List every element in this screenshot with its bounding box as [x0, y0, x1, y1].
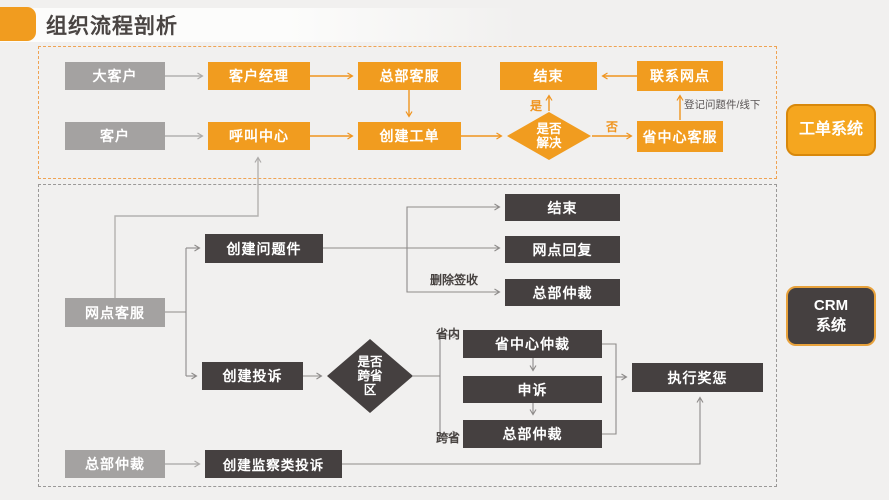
- node-major-customer: 大客户: [65, 62, 165, 90]
- node-branch-reply: 网点回复: [505, 236, 620, 263]
- label-cross-province: 跨省: [436, 431, 461, 445]
- node-create-issue: 创建问题件: [205, 234, 323, 263]
- node-execute-reward: 执行奖惩: [632, 363, 763, 392]
- actor-connectors: [114, 76, 258, 464]
- node-hq-arbitration-low: 总部仲裁: [463, 420, 602, 448]
- node-create-complaint: 创建投诉: [202, 362, 303, 390]
- node-contact-branch: 联系网点: [637, 61, 723, 91]
- node-end-workorder: 结束: [500, 62, 597, 90]
- work-order-region-border: [38, 46, 777, 179]
- title-accent-chip: [0, 7, 36, 41]
- crm-system-badge: CRM 系统: [786, 286, 876, 346]
- crm-connectors: [165, 203, 704, 465]
- label-no: 否: [606, 120, 619, 134]
- crm-region-border: [38, 184, 777, 487]
- node-create-ticket: 创建工单: [358, 122, 461, 150]
- node-province-arbitration: 省中心仲裁: [463, 330, 602, 358]
- node-account-manager: 客户经理: [208, 62, 310, 90]
- work-order-connectors: [310, 76, 680, 136]
- label-delete-sign: 删除签收: [430, 273, 479, 287]
- label-in-province: 省内: [436, 327, 461, 341]
- label-register-offline: 登记问题件/线下: [684, 99, 761, 111]
- node-appeal: 申诉: [463, 376, 602, 403]
- node-hq-arbitration-mid: 总部仲裁: [505, 279, 620, 306]
- node-create-supervision: 创建监察类投诉: [205, 450, 342, 478]
- node-call-center: 呼叫中心: [208, 122, 310, 150]
- header-background: [0, 8, 520, 42]
- node-customer: 客户: [65, 122, 165, 150]
- node-hq-service: 总部客服: [358, 62, 461, 90]
- page-title: 组织流程剖析: [46, 15, 178, 38]
- node-province-service: 省中心客服: [637, 121, 723, 152]
- node-hq-arbitration-left: 总部仲裁: [65, 450, 165, 478]
- work-order-system-badge: 工单系统: [786, 104, 876, 156]
- node-branch-service: 网点客服: [65, 298, 165, 327]
- label-yes: 是: [530, 99, 543, 113]
- node-end-crm: 结束: [505, 194, 620, 221]
